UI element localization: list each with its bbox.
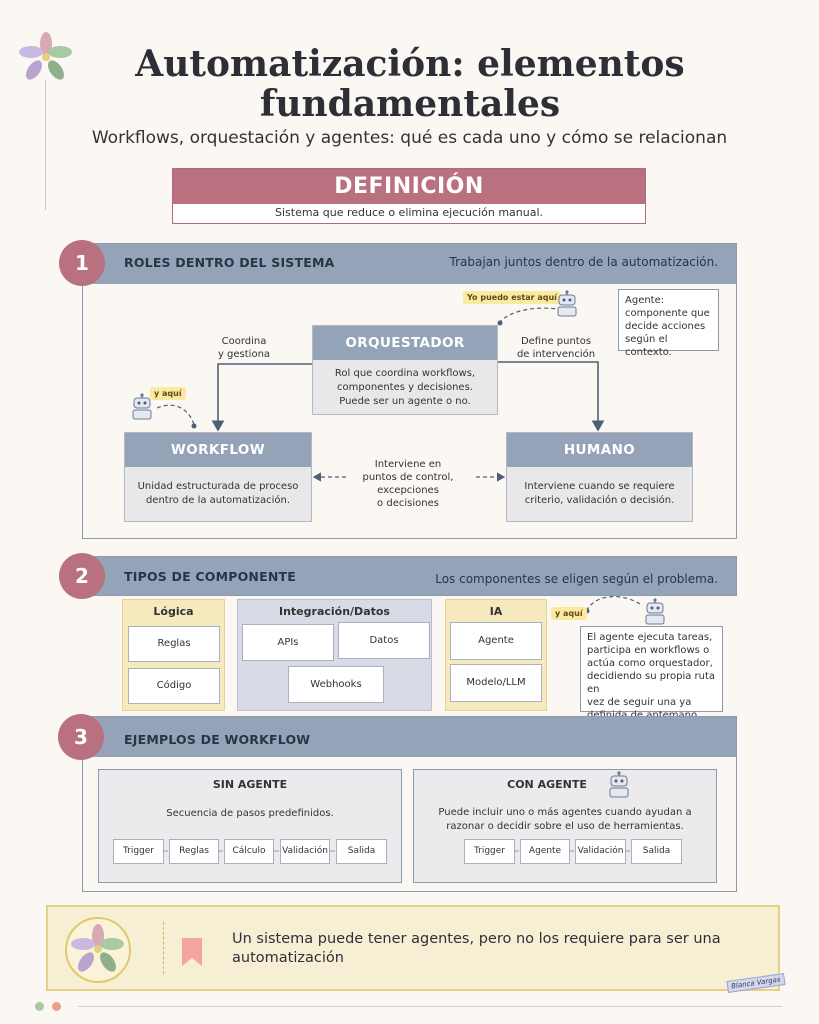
example-without-agent-desc: Secuencia de pasos predefinidos. (166, 808, 334, 819)
bottom-rule (78, 1006, 782, 1007)
definition-heading: DEFINICIÓN (173, 169, 645, 204)
tag-i-can-be-here: Yo puedo estar aquí (463, 291, 561, 304)
roles-connectors (156, 307, 605, 482)
step-arrows (163, 850, 630, 852)
page-title: Automatización: elementos fundamentales (135, 43, 685, 125)
workflow-node: WORKFLOW Unidad estructurada de proceso … (124, 432, 312, 522)
orchestrator-node: ORQUESTADOR Rol que coordina workflows, … (312, 325, 498, 415)
components-connector (584, 596, 641, 614)
chip-data: Datos (338, 622, 430, 659)
section-components-note: Los componentes se eligen según el probl… (435, 572, 718, 586)
orchestrator-title: ORQUESTADOR (313, 326, 497, 360)
section-roles-title: ROLES DENTRO DEL SISTEMA (124, 255, 335, 270)
section-examples-title: EJEMPLOS DE WORKFLOW (124, 732, 311, 747)
footer-callout (46, 905, 780, 991)
dot-green (35, 1002, 44, 1011)
section-number-3: 3 (58, 714, 104, 760)
orchestrator-body-1: Rol que coordina workflows, (334, 368, 476, 379)
step-rules: Reglas (169, 839, 219, 864)
footer-message: Un sistema puede tener agentes, pero no … (232, 931, 721, 966)
step-validation: Validación (575, 839, 626, 864)
definition-text: Sistema que reduce o elimina ejecución m… (274, 206, 544, 219)
footer-divider (163, 922, 164, 974)
chip-agent: Agente (450, 622, 542, 660)
example-without-agent: SIN AGENTE Secuencia de pasos predefinid… (98, 769, 402, 883)
tag-and-here-2: y aquí (551, 607, 587, 620)
tag-and-here-1: y aquí (150, 387, 186, 400)
section-examples-bar (83, 717, 736, 757)
definition-box: DEFINICIÓN Sistema que reduce o elimina … (172, 168, 646, 224)
chip-code: Código (128, 668, 220, 704)
section-components-bar (82, 556, 737, 596)
example-with-agent: CON AGENTE Puede incluir uno o más agent… (413, 769, 717, 883)
group-ai: IA Agente Modelo/LLM (445, 599, 547, 711)
example-with-agent-title: CON AGENTE (507, 778, 587, 791)
flower-logo-icon (19, 32, 72, 80)
section-number-1: 1 (59, 240, 105, 286)
robot-icon (557, 290, 577, 317)
section-roles-bar (83, 244, 736, 284)
orchestrator-body-3: Puede ser un agente o no. (339, 396, 471, 407)
human-node: HUMANO Interviene cuando se requiere cri… (506, 432, 693, 522)
step-output: Salida (631, 839, 682, 864)
chip-webhooks: Webhooks (288, 666, 384, 703)
agent-role-note: El agente ejecuta tareas,participa en wo… (580, 626, 723, 721)
workflow-title: WORKFLOW (125, 433, 311, 467)
human-body-1: Interviene cuando se requiere (524, 481, 675, 492)
group-integration-title: Integración/Datos (279, 605, 390, 618)
bookmark-icon (182, 938, 202, 966)
example-with-agent-desc: Puede incluir uno o más agentes cuando a… (438, 807, 692, 832)
group-ai-title: IA (489, 605, 503, 618)
robot-icon (609, 771, 629, 798)
group-logic-title: Lógica (153, 605, 194, 618)
chip-apis: APIs (242, 624, 334, 661)
step-output: Salida (336, 839, 387, 864)
workflow-body-2: dentro de la automatización. (145, 495, 291, 506)
flower-logo-icon (71, 924, 124, 972)
dot-pink (52, 1002, 61, 1011)
orchestrator-body-2: componentes y decisiones. (337, 382, 473, 393)
example-without-agent-title: SIN AGENTE (212, 778, 288, 791)
section-roles-note: Trabajan juntos dentro de la automatizac… (449, 255, 718, 269)
section-number-2: 2 (59, 553, 105, 599)
chip-rules: Reglas (128, 626, 220, 662)
left-rule (45, 80, 46, 210)
robot-icon (132, 393, 152, 420)
human-title: HUMANO (507, 433, 692, 467)
workflow-body-1: Unidad estructurada de proceso (137, 481, 299, 492)
chip-model-llm: Modelo/LLM (450, 664, 542, 702)
page-subtitle: Workflows, orquestación y agentes: qué e… (91, 128, 728, 148)
group-integration: Integración/Datos APIs Datos Webhooks (237, 599, 432, 711)
step-agent: Agente (520, 839, 570, 864)
human-body-2: criterio, validación o decisión. (524, 495, 675, 506)
step-validation: Validación (280, 839, 330, 864)
section-components-title: TIPOS DE COMPONENTE (124, 569, 296, 584)
step-trigger: Trigger (113, 839, 164, 864)
group-logic: Lógica Reglas Código (122, 599, 225, 711)
step-trigger: Trigger (464, 839, 515, 864)
robot-icon (645, 598, 665, 625)
